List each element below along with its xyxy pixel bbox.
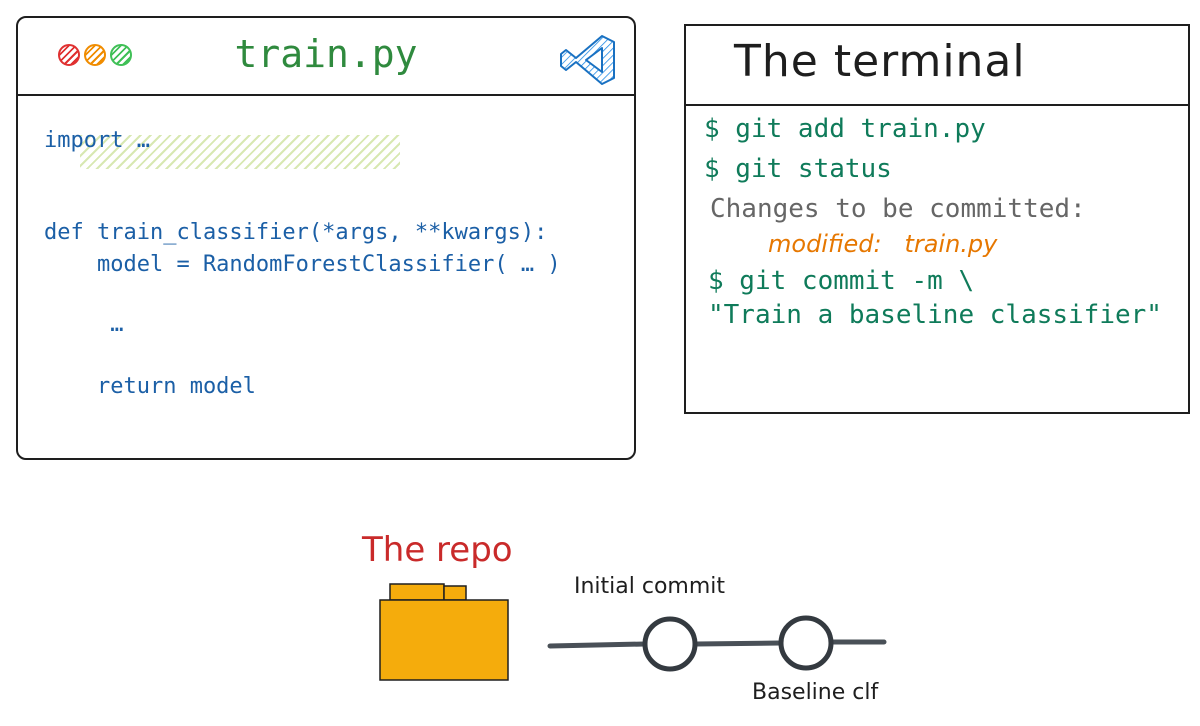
code-line-ellipsis: … — [44, 312, 124, 337]
terminal-modified-line: modified: train.py — [768, 230, 998, 258]
code-line-import: import … — [44, 128, 150, 153]
code-line-model: model = RandomForestClassifier( … ) — [44, 252, 561, 277]
terminal-window[interactable]: The terminal $ git add train.py $ git st… — [684, 24, 1190, 414]
commit-node-baseline — [778, 615, 834, 671]
editor-window: train.py import … def train_classifier(*… — [16, 16, 636, 460]
terminal-line: "Train a baseline classifier" — [708, 300, 1162, 330]
code-line-def: def train_classifier(*args, **kwargs): — [44, 220, 548, 245]
commit-label-baseline: Baseline clf — [752, 680, 879, 705]
terminal-output-line: Changes to be committed: — [710, 194, 1086, 224]
commit-history — [547, 615, 887, 672]
maximize-dot-icon[interactable] — [110, 44, 132, 66]
commit-node-initial — [642, 616, 698, 672]
code-area[interactable]: import … def train_classifier(*args, **k… — [44, 128, 561, 399]
commit-label-initial: Initial commit — [574, 574, 726, 599]
terminal-title: The terminal — [734, 36, 1026, 87]
repo-title: The repo — [362, 530, 513, 570]
terminal-header: The terminal — [686, 26, 1188, 106]
terminal-line: $ git status — [704, 154, 892, 184]
editor-title-bar: train.py — [18, 18, 634, 96]
terminal-line: $ git add train.py — [704, 114, 986, 144]
minimize-dot-icon[interactable] — [84, 44, 106, 66]
code-line-return: return model — [44, 374, 256, 399]
editor-filename: train.py — [234, 32, 418, 76]
folder-icon[interactable] — [378, 582, 510, 682]
close-dot-icon[interactable] — [58, 44, 80, 66]
vscode-icon — [560, 35, 615, 85]
code-highlight — [80, 135, 400, 169]
terminal-line: $ git commit -m \ — [708, 266, 975, 296]
